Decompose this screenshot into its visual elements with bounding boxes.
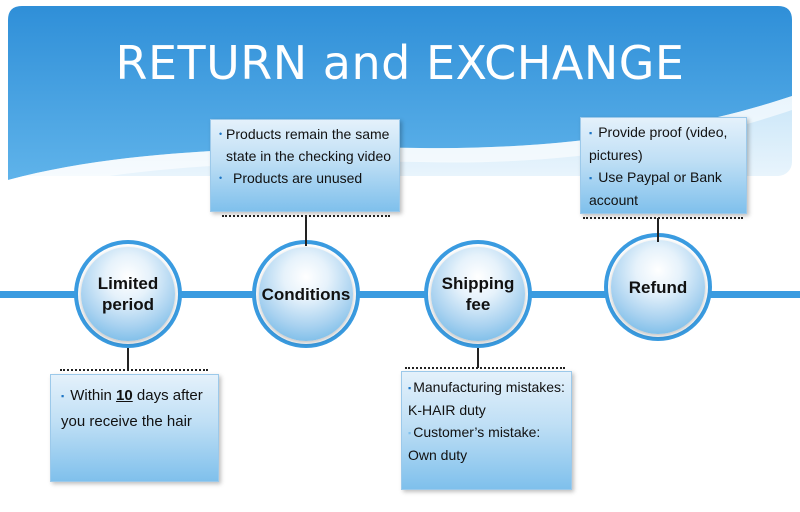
conditions-item: • Products are unused [219,167,393,189]
connector-line [305,216,307,246]
bullet-icon: ▪ [589,173,593,183]
node-refund: Refund [611,240,705,334]
shipping-fee-item: ▪Manufacturing mistakes: K-HAIR duty [408,379,565,418]
refund-item: ▪Use Paypal or Bank account [589,169,722,208]
divider [583,217,743,219]
bullet-icon: ▪ [408,383,412,393]
bullet-icon: • [219,129,223,139]
bullet-icon: ▪ [408,428,412,438]
divider [60,369,208,371]
shipping-fee-box: ▪Manufacturing mistakes: K-HAIR duty ▪Cu… [401,371,572,490]
limited-period-box: ▪Within 10 days after you receive the ha… [50,374,219,482]
page-title: RETURN and EXCHANGE [115,36,685,90]
connector-line [657,218,659,242]
bullet-icon: ▪ [589,128,593,138]
bullet-icon: • [219,173,223,183]
node-conditions: Conditions [259,247,353,341]
shipping-fee-item: ▪Customer’s mistake: Own duty [408,424,541,463]
bullet-icon: ▪ [61,391,65,401]
connector-line [127,348,129,370]
refund-box: ▪Provide proof (video, pictures) ▪Use Pa… [580,117,747,214]
divider [405,367,565,369]
conditions-item: • Products remain the same state in the … [219,123,393,167]
refund-item: ▪Provide proof (video, pictures) [589,124,728,163]
conditions-box: • Products remain the same state in the … [210,119,400,212]
connector-line [477,348,479,368]
